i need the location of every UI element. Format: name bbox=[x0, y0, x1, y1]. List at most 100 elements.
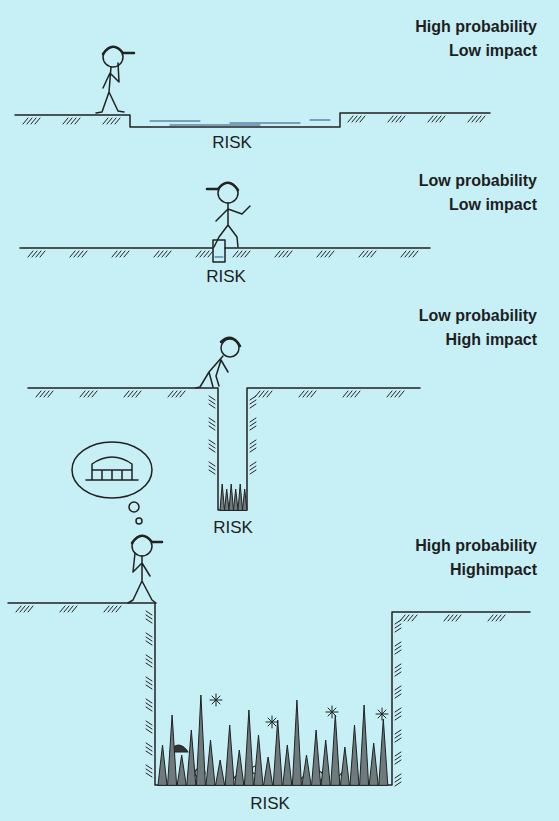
hatching-and-spikes bbox=[16, 116, 505, 786]
ground-hatching bbox=[245, 251, 250, 257]
ground-hatching bbox=[146, 677, 152, 681]
ground-hatching bbox=[146, 633, 152, 637]
impact-label: Low impact bbox=[449, 41, 537, 60]
bridge-sketch bbox=[86, 457, 138, 480]
bubble-dot bbox=[136, 518, 142, 524]
spike bbox=[158, 745, 167, 785]
spike bbox=[243, 489, 248, 510]
huge-pit-panel bbox=[8, 442, 530, 785]
ground-hatching bbox=[146, 619, 152, 623]
ground-hatching bbox=[166, 251, 171, 257]
ground-hatching bbox=[395, 712, 401, 716]
ground-hatching bbox=[209, 470, 215, 474]
ground-hatching bbox=[250, 400, 256, 404]
ground-hatching bbox=[209, 396, 215, 400]
ground-hatching bbox=[329, 251, 334, 257]
figure-cap bbox=[132, 536, 162, 543]
ground-hatching bbox=[146, 773, 152, 777]
ground-hatching bbox=[371, 251, 376, 257]
ground-hatching bbox=[400, 116, 405, 122]
impact-label: Low impact bbox=[449, 195, 537, 214]
ground-hatching bbox=[395, 650, 401, 654]
impact-label: High impact bbox=[445, 330, 537, 349]
ground-hatching bbox=[209, 400, 215, 404]
risk-label: RISK bbox=[213, 518, 253, 538]
ground-hatching bbox=[146, 765, 152, 769]
ground-hatching bbox=[395, 668, 401, 672]
ground-hatching bbox=[209, 404, 215, 408]
ground-hatching bbox=[146, 681, 152, 685]
spike bbox=[220, 484, 225, 510]
puddle-panel bbox=[15, 47, 490, 127]
ground-hatching bbox=[208, 251, 213, 257]
figure-cap bbox=[103, 47, 134, 54]
spike bbox=[216, 760, 225, 785]
spike bbox=[379, 719, 388, 785]
ground-hatching bbox=[209, 466, 215, 470]
ground-hatching bbox=[209, 422, 215, 426]
ground-hatching bbox=[48, 391, 53, 397]
ground-hatching bbox=[146, 699, 152, 703]
ground-hatching bbox=[146, 721, 152, 725]
ground-hatching bbox=[146, 637, 152, 641]
ground-hatching bbox=[395, 778, 401, 782]
ground-hatching bbox=[146, 751, 152, 755]
ground-hatching bbox=[250, 396, 256, 400]
ground-hatching bbox=[146, 703, 152, 707]
risk-label: RISK bbox=[212, 133, 252, 153]
ground-hatching bbox=[250, 422, 256, 426]
ground-hatching bbox=[75, 118, 80, 124]
spike bbox=[244, 710, 253, 785]
spike bbox=[340, 747, 349, 785]
spike bbox=[302, 755, 311, 785]
risk-label: RISK bbox=[206, 267, 246, 287]
spike bbox=[360, 705, 369, 785]
ground-hatching bbox=[40, 251, 45, 257]
spike bbox=[229, 484, 234, 510]
ground-hatching bbox=[395, 752, 401, 756]
ground-hatching bbox=[250, 448, 256, 452]
ground-hatching bbox=[395, 734, 401, 738]
ground-hatching bbox=[360, 116, 365, 122]
ground-hatching bbox=[395, 756, 401, 760]
stick-figure bbox=[128, 536, 162, 603]
ground-hatching bbox=[311, 391, 316, 397]
ground-hatching bbox=[395, 642, 401, 646]
ground-hatching bbox=[395, 774, 401, 778]
ground-hatching bbox=[395, 686, 401, 690]
ground-hatching bbox=[146, 725, 152, 729]
figure-body bbox=[196, 356, 228, 388]
impact-label: Highimpact bbox=[450, 560, 537, 579]
small-hole-panel bbox=[20, 183, 430, 262]
spike bbox=[369, 743, 378, 785]
figure-body bbox=[96, 63, 124, 113]
spike bbox=[177, 755, 186, 785]
ground-hatching bbox=[180, 391, 185, 397]
ground-line bbox=[8, 603, 530, 785]
stick-figure bbox=[96, 47, 134, 113]
ground-hatching bbox=[146, 611, 152, 615]
spike bbox=[225, 725, 234, 785]
bubble-dot bbox=[129, 502, 139, 512]
ground-hatching bbox=[440, 116, 445, 122]
spike-glint bbox=[326, 706, 338, 718]
ground-hatching bbox=[146, 663, 152, 667]
ground-hatching bbox=[395, 716, 401, 720]
ground-hatching bbox=[250, 426, 256, 430]
ground-hatching bbox=[250, 462, 256, 466]
water-ripple bbox=[150, 120, 330, 125]
spike bbox=[238, 484, 243, 510]
figure-cap bbox=[221, 338, 240, 346]
ground-hatching bbox=[250, 440, 256, 444]
spike bbox=[254, 735, 263, 785]
ground-hatching bbox=[124, 251, 129, 257]
ground-hatching bbox=[399, 391, 404, 397]
ground-hatching bbox=[395, 620, 401, 624]
ground-hatching bbox=[209, 462, 215, 466]
spike bbox=[225, 489, 230, 510]
ground-hatching bbox=[82, 251, 87, 257]
ground-hatching bbox=[500, 615, 505, 621]
ground-hatching bbox=[209, 418, 215, 422]
ground-hatching bbox=[146, 659, 152, 663]
